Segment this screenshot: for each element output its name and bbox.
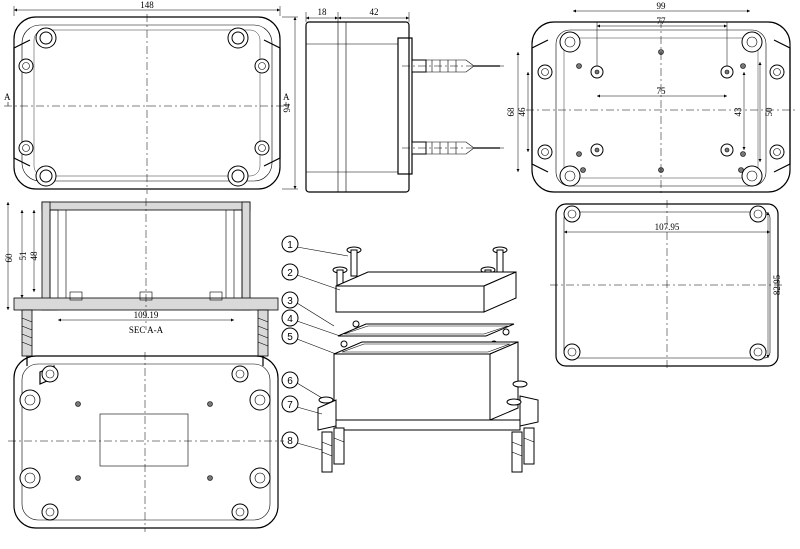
svg-text:8: 8	[287, 436, 293, 447]
dim-section-inner-width: 109.19	[134, 310, 159, 320]
section-caption: SEC A-A	[129, 325, 164, 335]
dim-bottom-hole-height: 46	[517, 107, 527, 117]
dim-bottom-right-height: 50	[764, 107, 774, 117]
gasket-view: 107.95 82.95	[550, 200, 784, 370]
dim-bottom-hole-span: 77	[657, 16, 667, 26]
dim-bottom-inner-height: 43	[733, 107, 743, 117]
callout-8: 8	[281, 431, 323, 451]
section-view: 60 51 48 109.19 SEC A-A	[4, 198, 279, 366]
interior-view: 99 77 75 68 46 43 50	[506, 1, 796, 196]
callout-7: 7	[281, 395, 323, 415]
dim-bottom-height: 68	[506, 107, 516, 117]
dim-bottom-inner-span: 75	[657, 86, 667, 96]
side-view: 18 42	[305, 7, 504, 193]
dim-top-height: 94	[282, 103, 292, 113]
dim-gasket-width: 107.95	[655, 222, 680, 232]
callout-5: 5	[281, 327, 337, 355]
svg-text:5: 5	[287, 332, 293, 343]
callout-1: 1	[281, 235, 349, 257]
dim-section-total-height: 60	[4, 253, 14, 263]
dim-section-height-48: 48	[29, 251, 39, 261]
dim-side-depth: 42	[370, 7, 379, 17]
callout-6: 6	[281, 371, 323, 399]
svg-text:7: 7	[287, 400, 293, 411]
dim-gasket-height: 82.95	[772, 274, 782, 295]
dim-side-width: 18	[318, 7, 328, 17]
svg-text:4: 4	[287, 314, 293, 325]
section-marker-right: A	[283, 92, 290, 102]
dim-section-height-51: 51	[18, 252, 28, 261]
svg-text:6: 6	[287, 376, 293, 387]
svg-text:2: 2	[287, 268, 293, 279]
dim-bottom-width: 99	[657, 1, 667, 11]
section-marker-left: A	[4, 92, 11, 102]
callout-4: 4	[281, 309, 341, 337]
svg-text:1: 1	[287, 240, 293, 251]
callout-2: 2	[281, 263, 341, 291]
dim-top-width: 148	[140, 0, 154, 10]
svg-text:3: 3	[287, 296, 293, 307]
bottom-view	[8, 352, 284, 532]
top-view: 148 94 A A	[4, 0, 298, 194]
callout-3: 3	[281, 291, 335, 327]
exploded-view: 1 2 3 4 5 6 7	[281, 235, 539, 473]
